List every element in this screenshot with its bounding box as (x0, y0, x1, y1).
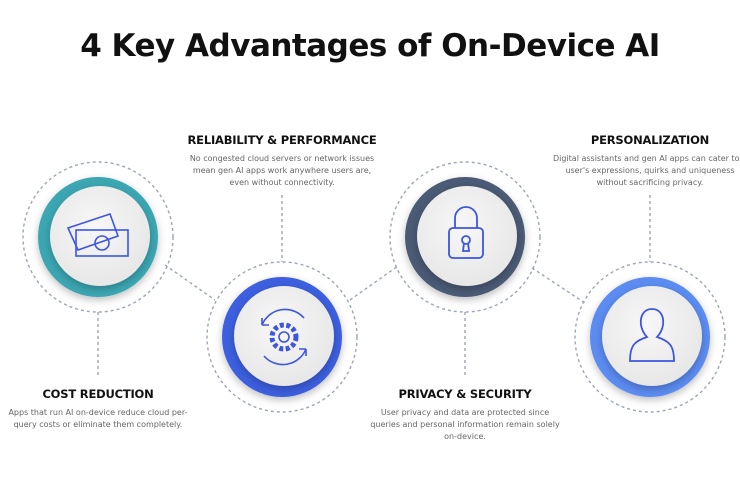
page-title: 4 Key Advantages of On-Device AI (80, 28, 660, 64)
circle-privacy (405, 177, 525, 297)
advantage-heading: PERSONALIZATION (590, 133, 710, 147)
advantage-privacy: PRIVACY & SECURITY User privacy and data… (365, 387, 565, 443)
advantage-text: User privacy and data are protected sinc… (370, 408, 560, 441)
circle-personalization (590, 277, 710, 397)
advantage-cost-reduction: COST REDUCTION Apps that run AI on-devic… (0, 387, 198, 431)
advantage-personalization: PERSONALIZATION Digital assistants and g… (550, 133, 740, 189)
advantage-text: Digital assistants and gen AI apps can c… (552, 154, 740, 187)
advantage-text: Apps that run AI on-device reduce cloud … (8, 408, 188, 429)
gear-refresh-icon (261, 308, 307, 366)
user-icon (629, 308, 675, 362)
advantage-heading: RELIABILITY & PERFORMANCE (187, 133, 377, 147)
advantage-reliability: RELIABILITY & PERFORMANCE No congested c… (182, 133, 382, 189)
lock-icon (448, 206, 484, 259)
circle-reliability (222, 277, 342, 397)
connectors (22, 161, 726, 413)
advantage-heading: PRIVACY & SECURITY (398, 387, 532, 401)
circle-cost (38, 177, 158, 297)
advantage-text: No congested cloud servers or network is… (189, 154, 375, 187)
money-icon (66, 212, 129, 257)
advantage-heading: COST REDUCTION (42, 387, 154, 401)
